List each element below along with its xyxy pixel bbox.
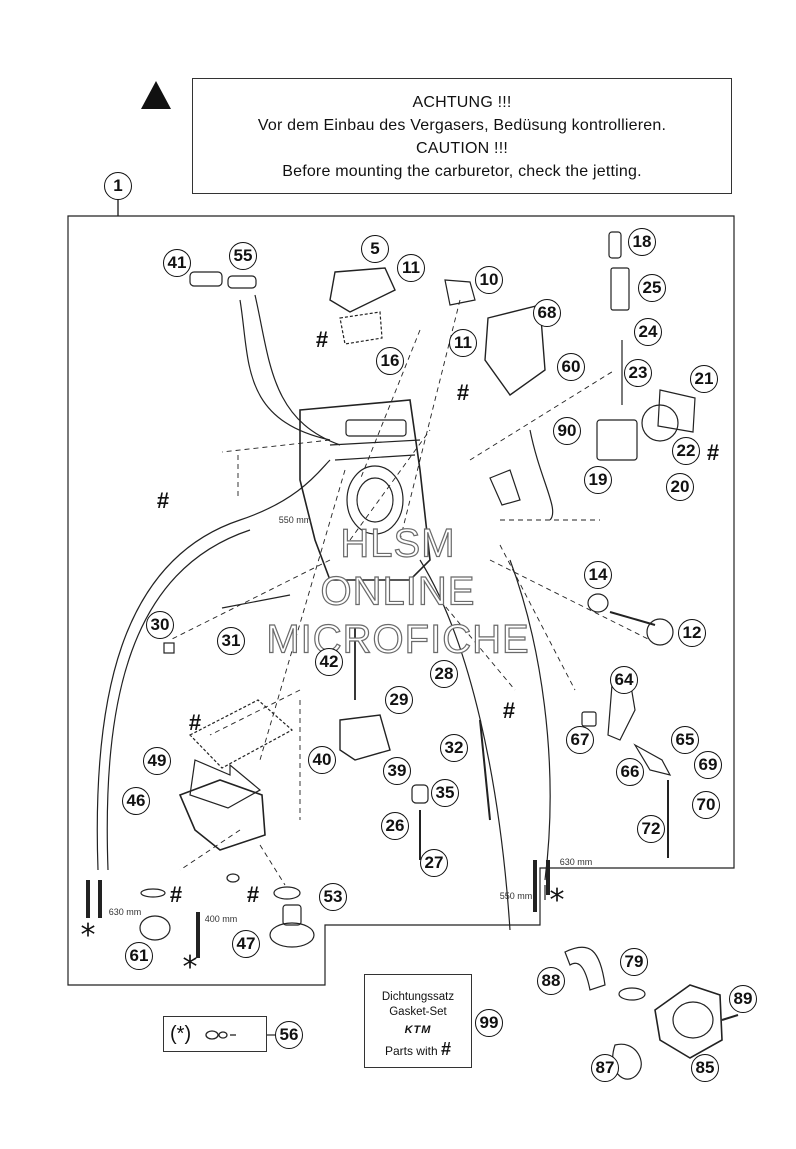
hash-mark-valve: # — [246, 882, 260, 907]
warning-triangle-icon — [141, 81, 171, 109]
callout-23[interactable]: 23 — [624, 359, 652, 387]
gasket-set-de: Dichtungssatz — [381, 991, 455, 1003]
legend-star-symbol: (*) — [170, 1023, 192, 1045]
throttle-cover — [484, 304, 546, 396]
callout-25[interactable]: 25 — [638, 274, 666, 302]
parts-with-hash: # — [441, 1039, 452, 1059]
callout-14[interactable]: 14 — [584, 561, 612, 589]
callout-32[interactable]: 32 — [440, 734, 468, 762]
callout-79[interactable]: 79 — [620, 948, 648, 976]
star-legend-box[interactable]: (*) — [163, 1016, 267, 1052]
callout-11-lower[interactable]: 11 — [449, 329, 477, 357]
callout-66[interactable]: 66 — [616, 758, 644, 786]
callout-85[interactable]: 85 — [691, 1054, 719, 1082]
caution-line-de-title: ACHTUNG !!! — [412, 94, 512, 111]
callout-56[interactable]: 56 — [275, 1021, 303, 1049]
parts-with-label: Parts with # — [365, 1039, 471, 1059]
hose-pieces-icon — [205, 1030, 236, 1040]
callout-19[interactable]: 19 — [584, 466, 612, 494]
callout-67[interactable]: 67 — [566, 726, 594, 754]
gasket-set-box[interactable]: Dichtungssatz Gasket-Set KTM Parts with … — [364, 974, 472, 1068]
watermark-line2: ONLINE — [320, 569, 476, 614]
caution-line-en-text: Before mounting the carburetor, check th… — [282, 163, 642, 180]
callout-90[interactable]: 90 — [553, 417, 581, 445]
callout-55[interactable]: 55 — [229, 242, 257, 270]
star-mark-left: * — [80, 918, 96, 953]
hash-mark-oring: # — [169, 882, 183, 907]
caution-notice: ACHTUNG !!! Vor dem Einbau des Vergasers… — [192, 78, 732, 194]
float-bowl — [178, 779, 266, 851]
callout-10[interactable]: 10 — [475, 266, 503, 294]
callout-39[interactable]: 39 — [383, 757, 411, 785]
callout-68[interactable]: 68 — [533, 299, 561, 327]
ktm-logo: KTM — [404, 1024, 432, 1036]
callout-87[interactable]: 87 — [591, 1054, 619, 1082]
callout-70[interactable]: 70 — [692, 791, 720, 819]
callout-20[interactable]: 20 — [666, 473, 694, 501]
gasket-set-en: Gasket-Set — [389, 1006, 447, 1018]
caution-line-de-text: Vor dem Einbau des Vergasers, Bedüsung k… — [257, 117, 667, 134]
dim-550-top: 550 mm — [278, 515, 312, 525]
watermark-line3: MICROFICHE — [266, 617, 530, 662]
dim-630-left: 630 mm — [108, 907, 142, 917]
assembly-frame — [67, 200, 735, 986]
callout-46[interactable]: 46 — [122, 787, 150, 815]
dim-400: 400 mm — [204, 914, 238, 924]
callout-53[interactable]: 53 — [319, 883, 347, 911]
carburetor-body — [299, 399, 431, 581]
caution-line-en-title: CAUTION !!! — [416, 140, 508, 157]
callout-5[interactable]: 5 — [361, 235, 389, 263]
callout-26[interactable]: 26 — [381, 812, 409, 840]
callout-89[interactable]: 89 — [729, 985, 757, 1013]
callout-18[interactable]: 18 — [628, 228, 656, 256]
callout-60[interactable]: 60 — [557, 353, 585, 381]
callout-99[interactable]: 99 — [475, 1009, 503, 1037]
callout-69[interactable]: 69 — [694, 751, 722, 779]
hash-mark-left: # — [156, 488, 170, 513]
top-cover — [329, 267, 396, 313]
callout-88[interactable]: 88 — [537, 967, 565, 995]
parts-with-text: Parts with — [384, 1044, 438, 1058]
star-mark-right: * — [549, 883, 565, 918]
hash-mark-solenoid: # — [706, 440, 720, 465]
callout-29[interactable]: 29 — [385, 686, 413, 714]
dim-630-right: 630 mm — [559, 857, 593, 867]
callout-64[interactable]: 64 — [610, 666, 638, 694]
callout-12[interactable]: 12 — [678, 619, 706, 647]
callout-42[interactable]: 42 — [315, 648, 343, 676]
callout-65[interactable]: 65 — [671, 726, 699, 754]
watermark-line1: HLSM — [340, 521, 456, 566]
float — [339, 714, 391, 761]
callout-27[interactable]: 27 — [420, 849, 448, 877]
callout-47[interactable]: 47 — [232, 930, 260, 958]
star-mark-center: * — [182, 950, 198, 985]
callout-41[interactable]: 41 — [163, 249, 191, 277]
hash-mark-gasket: # — [188, 710, 202, 735]
callout-22[interactable]: 22 — [672, 437, 700, 465]
callout-1[interactable]: 1 — [104, 172, 132, 200]
hash-mark-kit: # — [502, 698, 516, 723]
hash-mark-top-cover: # — [315, 327, 329, 352]
callout-21[interactable]: 21 — [690, 365, 718, 393]
intake-adapter — [654, 984, 723, 1059]
callout-16[interactable]: 16 — [376, 347, 404, 375]
callout-28[interactable]: 28 — [430, 660, 458, 688]
hash-mark-carb: # — [456, 380, 470, 405]
callout-40[interactable]: 40 — [308, 746, 336, 774]
callout-31[interactable]: 31 — [217, 627, 245, 655]
callout-35[interactable]: 35 — [431, 779, 459, 807]
callout-11-top[interactable]: 11 — [397, 254, 425, 282]
callout-49[interactable]: 49 — [143, 747, 171, 775]
callout-72[interactable]: 72 — [637, 815, 665, 843]
callout-61[interactable]: 61 — [125, 942, 153, 970]
dim-550-right: 550 mm — [499, 891, 533, 901]
callout-24[interactable]: 24 — [634, 318, 662, 346]
callout-30[interactable]: 30 — [146, 611, 174, 639]
